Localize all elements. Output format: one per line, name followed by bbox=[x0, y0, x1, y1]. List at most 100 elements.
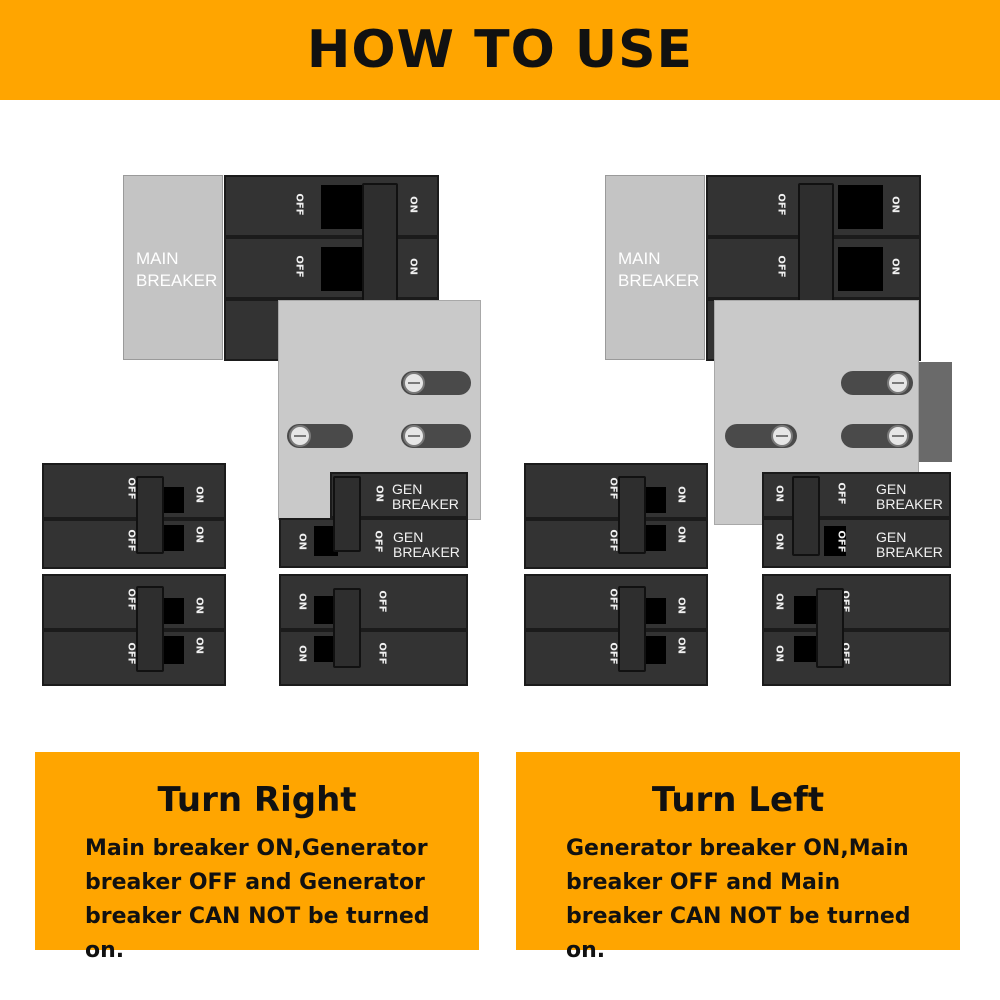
breaker-slot bbox=[646, 487, 666, 513]
main-breaker-row: OFF ON bbox=[224, 175, 439, 237]
on-label: ON bbox=[296, 645, 308, 662]
off-label: OFF bbox=[607, 642, 619, 665]
off-label: OFF bbox=[607, 588, 619, 611]
breaker-slot bbox=[646, 525, 666, 551]
screw-icon bbox=[771, 425, 793, 447]
on-label: ON bbox=[296, 593, 308, 610]
breaker-row: OFF ON bbox=[42, 630, 226, 686]
turn-right-caption: Turn Right Main breaker ON,Generator bre… bbox=[35, 752, 479, 963]
gen-breaker-handle[interactable] bbox=[333, 476, 361, 552]
breaker-slot bbox=[164, 636, 184, 664]
breaker-slot bbox=[824, 526, 846, 556]
off-label: OFF bbox=[293, 255, 305, 278]
on-label: ON bbox=[773, 533, 785, 550]
gen-breaker-label: GEN BREAKER bbox=[393, 529, 460, 560]
breaker-slot bbox=[164, 487, 184, 513]
plate-side-tab bbox=[918, 362, 952, 462]
gen-breaker-handle[interactable] bbox=[792, 476, 820, 556]
breaker-slot bbox=[794, 596, 818, 624]
main-breaker-row: OFF ON bbox=[224, 237, 439, 299]
breaker-row: ON OFF bbox=[279, 574, 468, 630]
breaker-handle[interactable] bbox=[816, 588, 844, 668]
on-label: ON bbox=[193, 486, 205, 503]
on-label: ON bbox=[773, 645, 785, 662]
breaker-slot bbox=[646, 598, 666, 624]
breaker-slot bbox=[164, 598, 184, 624]
caption-body: Generator breaker ON,Main breaker OFF an… bbox=[566, 836, 911, 963]
on-label: ON bbox=[407, 196, 419, 213]
gen-breaker-label: GEN BREAKER bbox=[876, 529, 943, 560]
gen-breaker-label: GEN BREAKER bbox=[392, 481, 459, 512]
off-label: OFF bbox=[607, 477, 619, 500]
gen-breaker-row: ON OFF GEN BREAKER bbox=[279, 518, 468, 568]
off-label: OFF bbox=[125, 529, 137, 552]
breaker-slot bbox=[646, 636, 666, 664]
screw-icon bbox=[887, 425, 909, 447]
caption-title: Turn Right bbox=[157, 780, 357, 820]
on-label: ON bbox=[193, 597, 205, 614]
off-label: OFF bbox=[125, 477, 137, 500]
breaker-handle[interactable] bbox=[136, 586, 164, 672]
breaker-row: OFF ON bbox=[524, 463, 708, 519]
off-label: OFF bbox=[835, 530, 847, 553]
breaker-row: OFF ON bbox=[42, 574, 226, 630]
breaker-slot bbox=[321, 185, 366, 229]
off-label: OFF bbox=[376, 590, 388, 613]
left-illustration: MAIN BREAKER OFF ON OFF ON OFF ON GEN BR… bbox=[0, 0, 500, 740]
breaker-row: ON OFF bbox=[762, 574, 951, 630]
on-label: ON bbox=[773, 593, 785, 610]
on-label: ON bbox=[296, 533, 308, 550]
main-breaker-label: MAIN BREAKER bbox=[618, 249, 700, 290]
breaker-row: OFF ON bbox=[524, 574, 708, 630]
caption-body: Main breaker ON,Generator breaker OFF an… bbox=[85, 836, 430, 963]
right-illustration: MAIN BREAKER OFF ON OFF ON OFF ON OFF GE… bbox=[482, 0, 982, 740]
on-label: ON bbox=[889, 258, 901, 275]
page-title: HOW TO USE bbox=[306, 20, 694, 80]
screw-icon bbox=[887, 372, 909, 394]
breaker-slot bbox=[794, 636, 818, 662]
on-label: ON bbox=[193, 637, 205, 654]
off-label: OFF bbox=[835, 482, 847, 505]
breaker-row: ON OFF bbox=[762, 630, 951, 686]
caption-title: Turn Left bbox=[651, 780, 825, 820]
breaker-handle[interactable] bbox=[618, 476, 646, 554]
breaker-slot bbox=[321, 247, 366, 291]
breaker-slot bbox=[164, 525, 184, 551]
off-label: OFF bbox=[376, 642, 388, 665]
main-breaker-label: MAIN BREAKER bbox=[136, 249, 218, 290]
off-label: OFF bbox=[775, 255, 787, 278]
off-label: OFF bbox=[125, 588, 137, 611]
breaker-slot bbox=[838, 185, 883, 229]
screw-icon bbox=[403, 372, 425, 394]
breaker-row: OFF ON bbox=[524, 519, 708, 569]
breaker-handle[interactable] bbox=[618, 586, 646, 672]
breaker-handle[interactable] bbox=[136, 476, 164, 554]
on-label: ON bbox=[675, 637, 687, 654]
on-label: ON bbox=[675, 486, 687, 503]
off-label: OFF bbox=[125, 642, 137, 665]
breaker-row: OFF ON bbox=[42, 519, 226, 569]
gen-breaker-label: GEN BREAKER bbox=[876, 481, 943, 512]
turn-left-caption: Turn Left Generator breaker ON,Main brea… bbox=[516, 752, 960, 963]
on-label: ON bbox=[889, 196, 901, 213]
on-label: ON bbox=[193, 526, 205, 543]
on-label: ON bbox=[407, 258, 419, 275]
on-label: ON bbox=[675, 526, 687, 543]
on-label: ON bbox=[675, 597, 687, 614]
breaker-handle[interactable] bbox=[333, 588, 361, 668]
breaker-row: OFF ON bbox=[524, 630, 708, 686]
gen-breaker-row: ON OFF GEN BREAKER bbox=[762, 518, 951, 568]
on-label: ON bbox=[773, 485, 785, 502]
gen-breaker-row: ON OFF GEN BREAKER bbox=[762, 472, 951, 518]
main-breaker-plate: MAIN BREAKER bbox=[605, 175, 705, 360]
off-label: OFF bbox=[607, 529, 619, 552]
breaker-slot bbox=[838, 247, 883, 291]
screw-icon bbox=[403, 425, 425, 447]
header-banner: HOW TO USE bbox=[0, 0, 1000, 100]
breaker-row: ON OFF bbox=[279, 630, 468, 686]
off-label: OFF bbox=[775, 193, 787, 216]
off-label: OFF bbox=[293, 193, 305, 216]
screw-icon bbox=[289, 425, 311, 447]
breaker-row: OFF ON bbox=[42, 463, 226, 519]
off-label: OFF bbox=[372, 530, 384, 553]
